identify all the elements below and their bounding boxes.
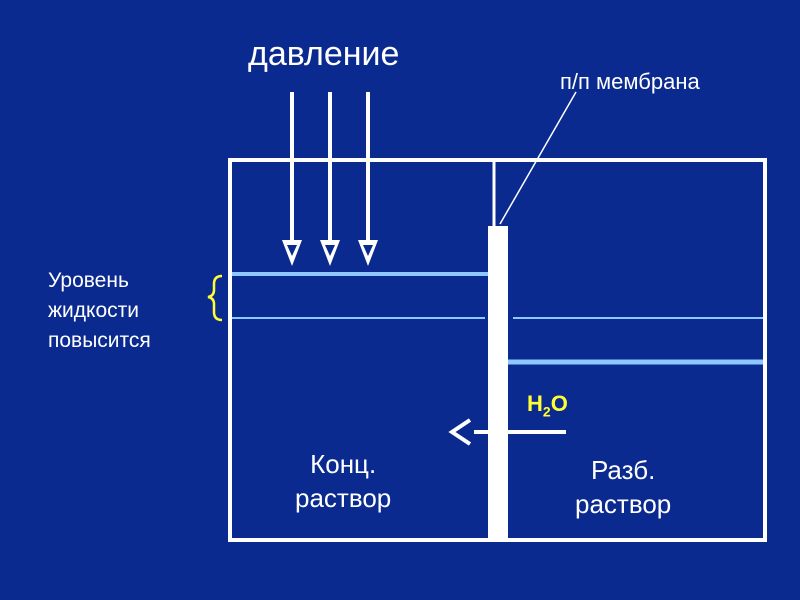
water-label: H2O [527,391,568,420]
curly-brace-icon [207,274,223,322]
pressure-label: давление [248,35,400,73]
membrane-pointer [499,91,577,225]
conc-line: Конц. [310,449,377,479]
dil-line: Разб. [590,455,656,485]
diluted-solution-label: Разб. раствор [575,453,671,521]
conc-line: раствор [295,483,392,513]
level-label-line: Уровень [48,269,129,292]
water-o: O [550,391,568,416]
down-arrow-icon [358,92,378,266]
concentrated-solution-label: Конц. раствор [295,447,391,515]
level-label-line: повысится [48,329,151,352]
water-h: H [527,391,543,416]
membrane [488,226,508,540]
down-arrow-icon [282,92,302,266]
membrane-label: п/п мембрана [560,69,700,94]
water-subscript: 2 [542,403,551,420]
level-label-line: жидкости [48,299,139,322]
dil-line: раствор [575,489,672,519]
left-arrow-icon [448,418,566,446]
level-label: Уровень жидкости повысится [48,266,151,356]
down-arrow-icon [320,92,340,266]
